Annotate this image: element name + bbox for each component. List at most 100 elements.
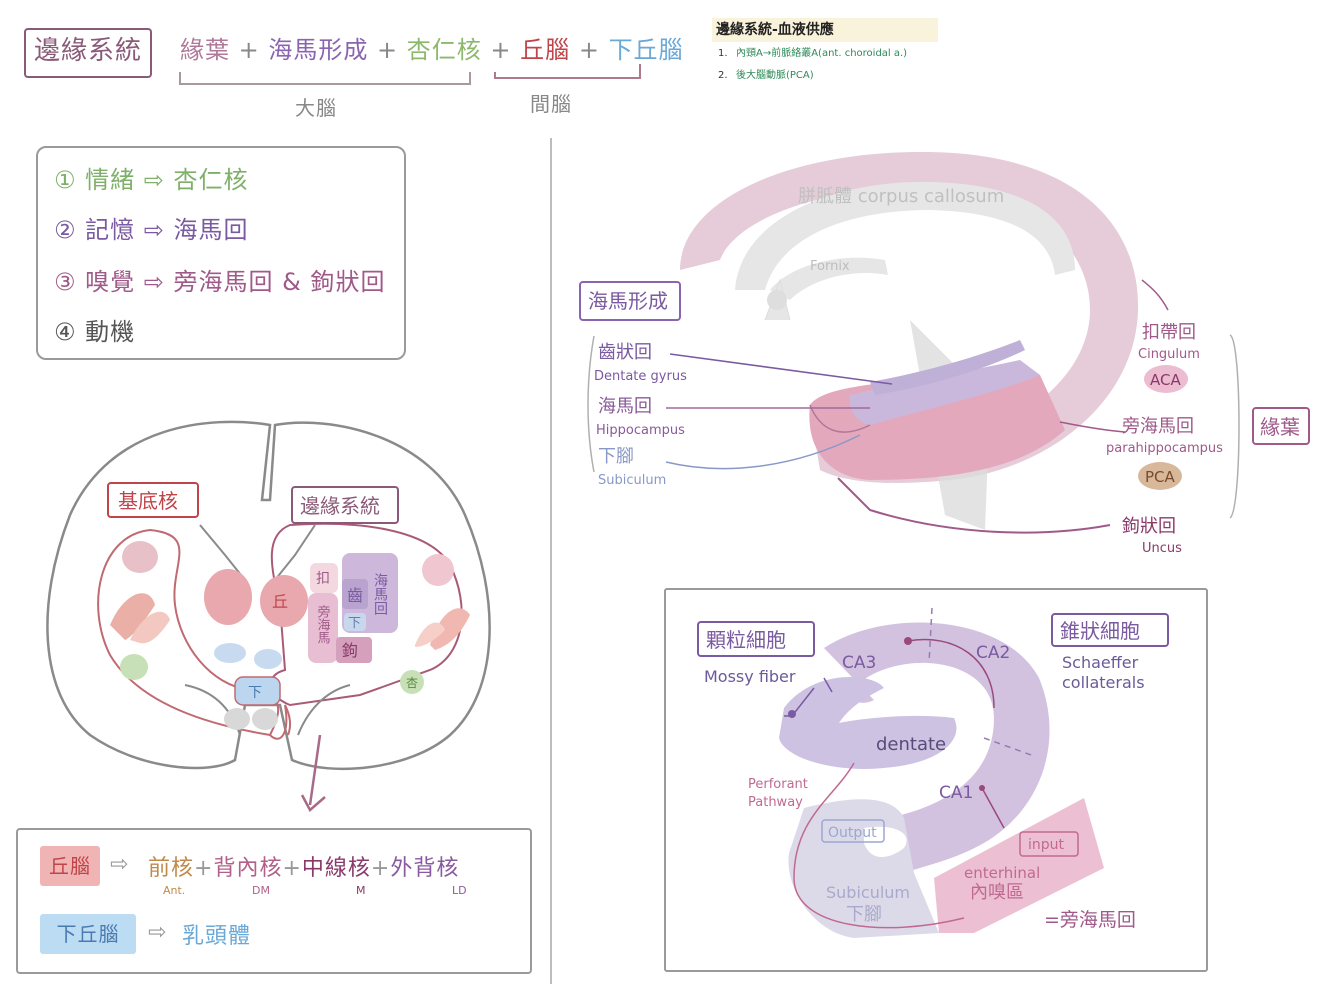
dentate-gyrus-en-label: Dentate gyrus [594, 369, 687, 384]
vertical-divider [550, 138, 552, 984]
blood-supply-list: 1.內頸A→前脈絡叢A(ant. choroidal a.) 2.後大腦動脈(P… [718, 46, 907, 90]
corpus-callosum-shape [735, 181, 1075, 290]
ca3-label: CA3 [842, 653, 876, 673]
subiculum-short-label: 下 [348, 616, 361, 631]
thalamus-nuclei: 前核+背內核+中線核+外背核 [148, 856, 460, 881]
subiculum-en-label: Subiculum [826, 883, 910, 902]
plus-sign: + [490, 36, 512, 64]
dentate-region [342, 579, 368, 609]
dentate-short-label: 齒 [347, 586, 363, 605]
limbic-lobe-label: 緣葉 [1260, 415, 1300, 439]
perforant-label: Perforant [748, 777, 808, 792]
dentate-gyrus-zh-label: 齒狀回 [598, 342, 652, 363]
parahippo-zh-label: 旁海馬回 [1122, 416, 1194, 437]
mammillary-left [224, 708, 250, 730]
nucleus-abbr-m: M [356, 884, 366, 897]
hippocampal-formation-label: 海馬形成 [588, 289, 668, 313]
coronal-brain-diagram: 基底核 邊緣系統 丘 扣 齒 海馬回 旁海馬 下 鉤 下 杏 [46, 420, 491, 812]
subiculum-zh-label: 下腳 [846, 904, 882, 925]
plus-sign: + [377, 36, 399, 64]
plus-sign: + [238, 36, 260, 64]
input-label: input [1028, 837, 1065, 853]
ca2-label: CA2 [976, 643, 1010, 663]
header-diencephalon: 間腦 [530, 92, 572, 116]
nucleus-abbr-dm: DM [252, 884, 270, 897]
globus-region [130, 611, 170, 644]
hippocampus-en-label: Hippocampus [596, 423, 685, 438]
functions-box [36, 146, 406, 360]
parahippo-label: =旁海馬回 [1044, 909, 1136, 931]
blood-supply-item: 1.內頸A→前脈絡叢A(ant. choroidal a.) [718, 48, 908, 59]
fornix-label: Fornix [810, 259, 850, 274]
blood-supply-item: 2.後大腦動脈(PCA) [718, 70, 814, 81]
subiculum-region [344, 613, 366, 631]
hippocampal-circuit-diagram: 顆粒細胞 Mossy fiber 錐狀細胞 Schaeffer collater… [697, 607, 1169, 938]
arrow-icon: ⇨ [148, 920, 167, 945]
collaterals-label: collaterals [1062, 673, 1145, 692]
subiculum-en-label: Subiculum [598, 473, 666, 488]
nucleus-midline: 中線核 [301, 856, 371, 881]
hippocampus-shape [849, 360, 1040, 425]
thalamus-short-label: 丘 [272, 592, 288, 611]
function-item-smell: ③ 嗅覺 ⇨ 旁海馬回 & 鉤狀回 [54, 268, 386, 296]
sagittal-brain-diagram: 胼胝體 corpus callosum Fornix 海馬形成 齒狀回 Dent… [579, 151, 1310, 556]
header-thalamus: 丘腦 [520, 36, 571, 64]
entorhinal-zh-label: 內嗅區 [970, 882, 1024, 903]
entorhinal-en-label: enterhinal [964, 864, 1040, 882]
header-equation: 緣葉 + 海馬形成 + 杏仁核 + 丘腦 + 下丘腦 [180, 30, 684, 65]
output-label: Output [828, 825, 877, 841]
header-limbic-lobe: 緣葉 [180, 36, 230, 64]
brain-outline [46, 420, 491, 771]
cingulum-zh-label: 扣帶回 [1142, 322, 1196, 343]
parahippo-en-label: parahippocampus [1106, 441, 1223, 456]
header-limbic-system-box: 邊緣系統 [24, 28, 153, 78]
thalamus-right [260, 575, 308, 627]
down-arrow [300, 734, 326, 812]
function-item-emotion: ① 情緒 ⇨ 杏仁核 [54, 166, 249, 194]
hypothalamus-region [234, 676, 281, 706]
thalamus-label: 丘腦 [40, 846, 100, 886]
header-hippocampal-formation: 海馬形成 [268, 36, 369, 64]
header-hypothalamus: 下丘腦 [608, 36, 684, 64]
thalamus-box [16, 828, 532, 974]
limbic-system-label: 邊緣系統 [300, 494, 380, 518]
amygdala-region-left [120, 654, 148, 680]
mossy-fiber-label: Mossy fiber [704, 667, 796, 686]
cingulate-short-label: 扣 [316, 571, 330, 587]
hypothalamus-short-label: 下 [248, 685, 262, 701]
thalamus-left [204, 569, 252, 625]
hypothalamus-label: 下丘腦 [40, 914, 136, 954]
hippocampus-zh-label: 海馬回 [598, 396, 652, 417]
amygdala-short-label: 杏 [406, 676, 418, 690]
nucleus-anterior: 前核 [148, 856, 195, 881]
header-cerebrum: 大腦 [295, 96, 337, 120]
aca-label: ACA [1150, 371, 1181, 389]
pathway-label: Pathway [748, 795, 803, 810]
hippocampus-vertical-label: 海馬回 [372, 573, 388, 615]
header-limbic-system: 邊緣系統 [34, 36, 143, 66]
caudate-region [122, 541, 158, 573]
uncus-short-label: 鉤 [342, 641, 358, 660]
subiculum-zh-label: 下腳 [598, 446, 634, 467]
function-item-memory: ② 記憶 ⇨ 海馬回 [54, 216, 249, 244]
ca-band [824, 622, 1050, 873]
dentate-label: dentate [876, 734, 946, 755]
uncus-region [336, 637, 372, 663]
dentate-shape [870, 340, 1025, 395]
plus-sign: + [578, 36, 600, 64]
blood-supply-title: 邊緣系統-血液供應 [712, 18, 938, 42]
corpus-callosum-label: 胼胝體 corpus callosum [798, 186, 1004, 207]
fornix-shape [770, 257, 888, 300]
cingulum-en-label: Cingulum [1138, 347, 1200, 362]
basal-ganglia-outline [97, 528, 280, 737]
header-brackets [179, 64, 641, 85]
granule-cell-label: 顆粒細胞 [706, 628, 786, 652]
amygdala-region [400, 670, 424, 694]
pyramidal-cell-label: 錐狀細胞 [1060, 619, 1140, 643]
schaeffer-label: Schaeffer [1062, 653, 1139, 672]
nucleus-abbr-ant: Ant. [163, 884, 186, 897]
nucleus-ld: 外背核 [390, 856, 460, 881]
arrow-icon: ⇨ [110, 852, 129, 877]
putamen-region [110, 593, 155, 640]
uncus-en-label: Uncus [1142, 541, 1182, 556]
